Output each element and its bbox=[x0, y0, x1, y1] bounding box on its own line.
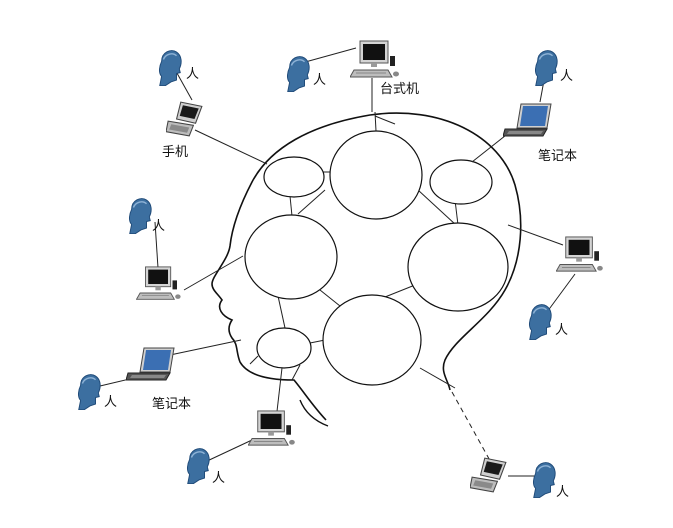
person-label: 人 bbox=[212, 471, 225, 486]
phone-icon bbox=[470, 457, 507, 493]
person-label: 人 bbox=[560, 69, 573, 84]
person-icon bbox=[158, 49, 182, 86]
person-icon bbox=[286, 55, 310, 92]
person-label: 人 bbox=[556, 485, 569, 500]
node-top-center bbox=[329, 130, 423, 220]
laptop-label: 笔记本 bbox=[152, 396, 191, 412]
node-top-left-small bbox=[263, 156, 325, 198]
person-label: 人 bbox=[152, 219, 165, 234]
desktop-icon bbox=[136, 266, 182, 300]
phone-label: 手机 bbox=[162, 145, 188, 160]
person-icon bbox=[534, 49, 558, 86]
person-icon bbox=[186, 447, 210, 484]
node-bottom-left-small bbox=[256, 327, 312, 369]
laptop-icon bbox=[503, 103, 552, 137]
desktop-label: 台式机 bbox=[380, 82, 419, 97]
node-top-right-small bbox=[429, 159, 493, 205]
laptop-label: 笔记本 bbox=[538, 148, 577, 164]
node-bottom-center bbox=[322, 294, 422, 386]
desktop-icon bbox=[556, 236, 604, 272]
person-icon bbox=[128, 197, 152, 234]
network-nodes bbox=[244, 130, 509, 386]
desktop-icon bbox=[350, 40, 400, 78]
node-middle-left bbox=[244, 214, 338, 300]
person-label: 人 bbox=[313, 73, 326, 88]
laptop-icon bbox=[126, 347, 175, 381]
neck-line bbox=[299, 399, 329, 427]
desktop-icon bbox=[248, 410, 296, 446]
person-icon bbox=[77, 373, 101, 410]
person-label: 人 bbox=[186, 67, 199, 82]
person-label: 人 bbox=[555, 323, 568, 338]
node-right bbox=[407, 222, 509, 312]
person-icon bbox=[528, 303, 552, 340]
head-outline bbox=[211, 112, 522, 421]
person-label: 人 bbox=[104, 395, 117, 410]
person-icon bbox=[532, 461, 556, 498]
